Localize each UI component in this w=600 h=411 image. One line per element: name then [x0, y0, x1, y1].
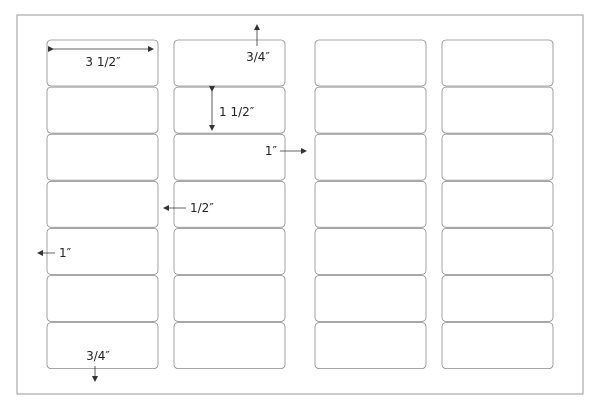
label-cell — [441, 39, 554, 87]
label-cell — [173, 39, 286, 87]
label-cell — [173, 180, 286, 228]
label-cell — [314, 86, 427, 134]
label-cell — [46, 322, 159, 370]
label-cell — [173, 322, 286, 370]
label-cell — [441, 86, 554, 134]
label-cell — [314, 39, 427, 87]
bottom-margin-text: 3/4″ — [86, 349, 110, 363]
label-cell — [46, 133, 159, 181]
label-cell — [173, 133, 286, 181]
label-cell — [314, 133, 427, 181]
label-cell — [46, 227, 159, 275]
label-cell — [441, 133, 554, 181]
label-cell — [46, 275, 159, 322]
label-height-text: 1 1/2″ — [219, 105, 255, 119]
label-cell — [441, 227, 554, 275]
label-cell — [314, 227, 427, 275]
label-cell — [46, 86, 159, 134]
label-cell — [173, 227, 286, 275]
label-cell — [46, 180, 159, 228]
label-cell — [441, 275, 554, 322]
left-margin-text: 1″ — [59, 246, 72, 260]
column-gap-text: 1″ — [265, 144, 278, 158]
label-width-text: 3 1/2″ — [85, 55, 121, 69]
label-cell — [173, 86, 286, 134]
label-cell — [173, 275, 286, 322]
column-gap-inner-text: 1/2″ — [190, 201, 214, 215]
label-cell — [441, 180, 554, 228]
label-cell — [314, 180, 427, 228]
label-cell — [441, 322, 554, 370]
label-cell — [314, 275, 427, 322]
label-cell — [314, 322, 427, 370]
top-margin-text: 3/4″ — [246, 50, 270, 64]
